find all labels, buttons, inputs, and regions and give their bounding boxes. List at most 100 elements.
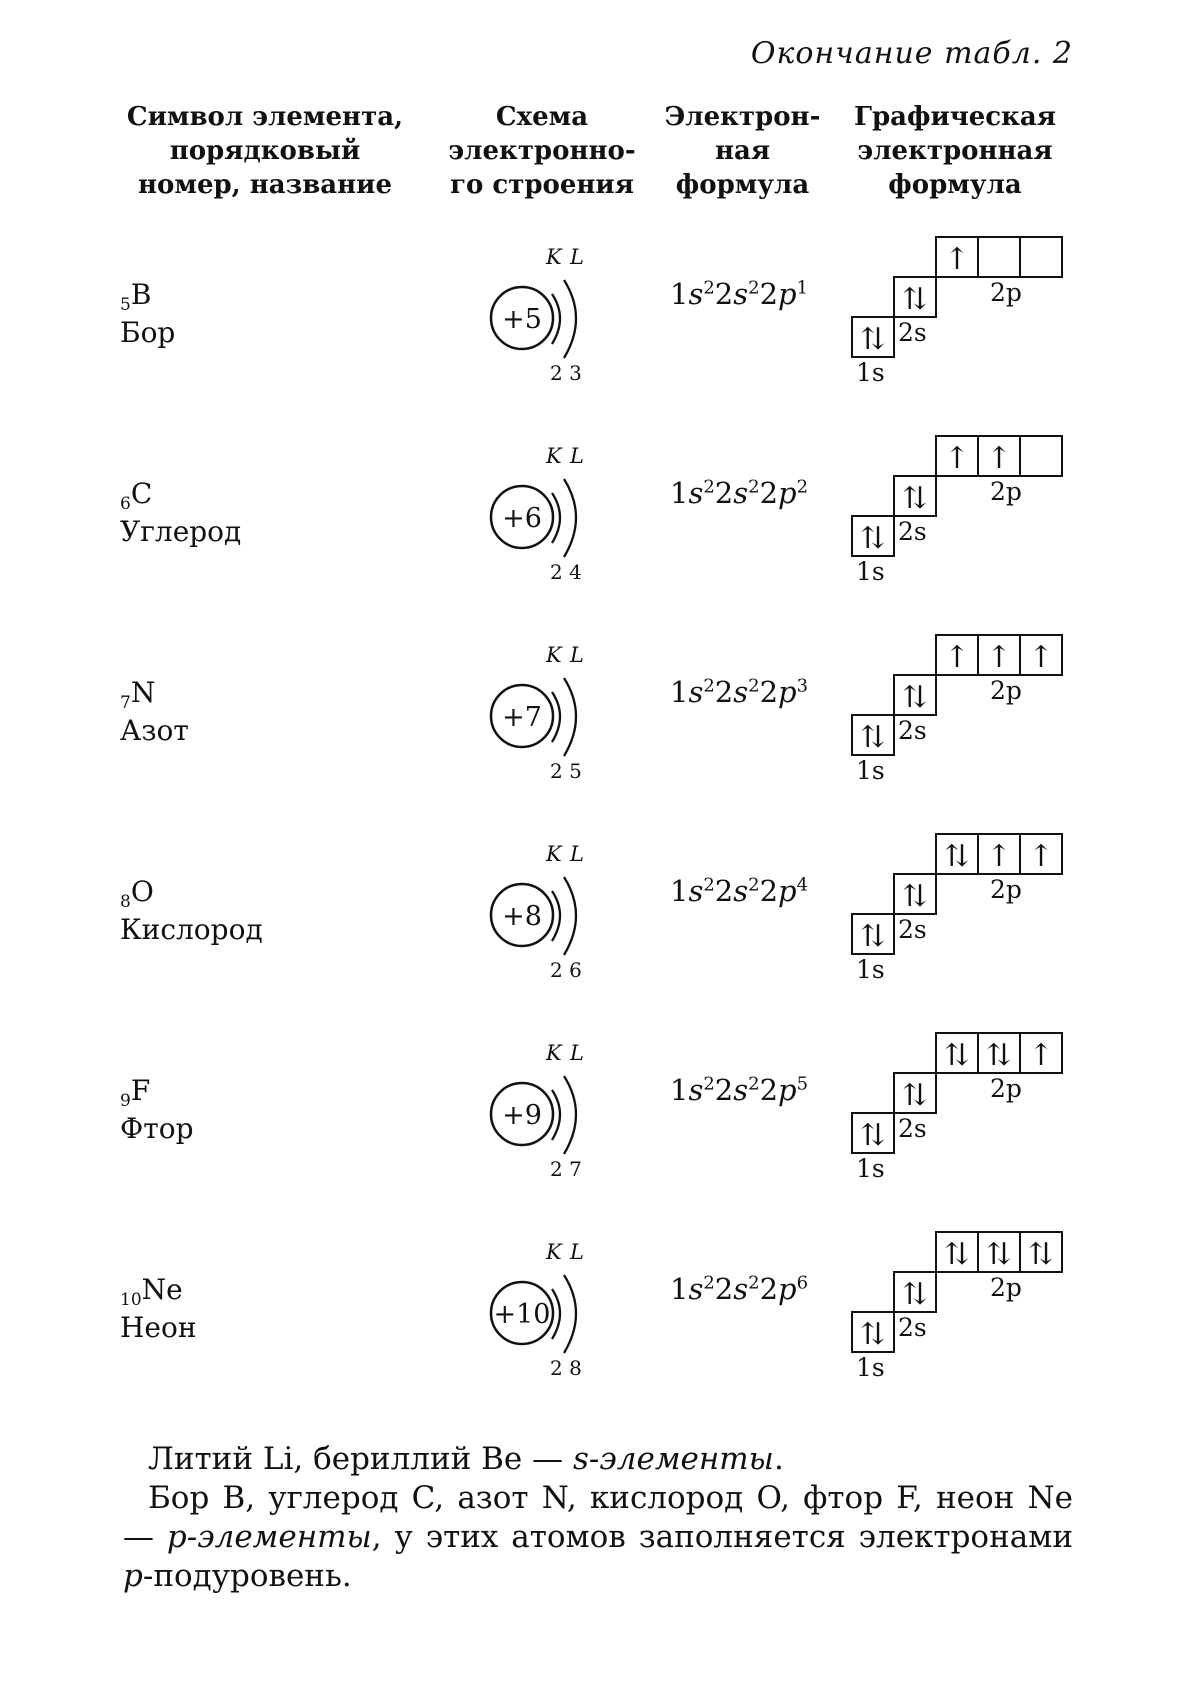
formula-part: 2	[714, 675, 734, 709]
electron-pair-arrows: ⇅	[860, 1317, 885, 1352]
formula-part: 2	[714, 476, 734, 510]
symbol-letter: F	[130, 1074, 151, 1107]
shell-electrons: 2 3	[550, 361, 582, 385]
atomic-number: 5	[120, 295, 131, 315]
shell-electrons: 2 6	[550, 958, 582, 982]
orbital-1s-cell	[851, 714, 895, 756]
label-2s: 2s	[898, 1313, 927, 1342]
orbital-1s-cell	[851, 316, 895, 358]
formula-part: s	[688, 874, 704, 908]
formula-part: s	[733, 675, 749, 709]
electron-up-arrow: ↑	[986, 640, 1011, 675]
header-formula: Электрон- ная формула	[664, 102, 821, 200]
formula-part: 1	[670, 476, 689, 510]
orbital-2s-cell	[893, 475, 937, 517]
label-2p: 2p	[990, 278, 1022, 307]
electron-formula: 1s22s22p1	[670, 277, 808, 311]
orbital-2p-cell	[1019, 236, 1063, 278]
formula-part: 2	[703, 1073, 715, 1095]
label-2s: 2s	[898, 915, 927, 944]
element-name: Бор	[120, 316, 176, 349]
element-symbol: 5B	[120, 277, 151, 323]
shell-l-label: L	[569, 1240, 584, 1264]
formula-part: s	[688, 476, 704, 510]
nucleus-charge: +9	[502, 1100, 542, 1131]
electron-up-arrow: ↑	[986, 839, 1011, 874]
atomic-number: 10	[120, 1290, 142, 1310]
shell-k-label: K	[545, 842, 563, 866]
electron-up-arrow: ↑	[1028, 839, 1053, 874]
header-symbol: Символ элемента, порядковый номер, назва…	[126, 102, 404, 200]
formula-part: 2	[748, 874, 760, 896]
orbital-2s-cell	[893, 276, 937, 318]
nucleus-circle	[489, 683, 555, 749]
electron-pair-arrows: ⇅	[860, 322, 885, 357]
element-name: Фтор	[120, 1112, 194, 1145]
formula-part: 2	[714, 277, 734, 311]
atomic-number: 9	[120, 1091, 131, 1111]
shell-k-label: K	[545, 1041, 563, 1065]
formula-part: 2	[714, 1272, 734, 1306]
shell-k-arc	[551, 890, 562, 942]
electron-pair-arrows: ⇅	[944, 1237, 969, 1272]
atomic-number: 8	[120, 892, 131, 912]
element-symbol: 6C	[120, 476, 152, 522]
formula-part: p	[778, 1073, 797, 1107]
shell-k-arc	[551, 492, 562, 544]
orbital-2p-cell	[1019, 1231, 1063, 1273]
shell-k-arc	[551, 1288, 562, 1340]
formula-part: 2	[759, 277, 779, 311]
nucleus-charge: +10	[494, 1299, 551, 1330]
electron-pair-arrows: ⇅	[986, 1038, 1011, 1073]
element-symbol: 8O	[120, 874, 154, 920]
electron-up-arrow: ↑	[1028, 640, 1053, 675]
formula-part: p	[778, 675, 797, 709]
label-2p: 2p	[990, 875, 1022, 904]
nucleus-circle	[489, 285, 555, 351]
label-2s: 2s	[898, 318, 927, 347]
formula-part: 2	[714, 874, 734, 908]
electron-pair-arrows: ⇅	[860, 720, 885, 755]
shell-l-label: L	[569, 1041, 584, 1065]
nucleus-circle	[489, 882, 555, 948]
element-symbol: 7N	[120, 675, 155, 721]
electron-pair-arrows: ⇅	[944, 839, 969, 874]
label-2s: 2s	[898, 517, 927, 546]
header-graphic-formula: Графическая электронная формула	[854, 102, 1056, 200]
orbital-2p-cell	[1019, 435, 1063, 477]
atomic-number: 7	[120, 693, 131, 713]
orbital-1s-cell	[851, 515, 895, 557]
electron-formula: 1s22s22p2	[670, 476, 808, 510]
electron-formula: 1s22s22p4	[670, 874, 808, 908]
shell-k-arc	[551, 691, 562, 743]
formula-part: p	[778, 874, 797, 908]
formula-part: 2	[759, 1272, 779, 1306]
electron-pair-arrows: ⇅	[860, 521, 885, 556]
electron-pair-arrows: ⇅	[860, 919, 885, 954]
orbital-2p-cell	[1019, 1032, 1063, 1074]
electron-up-arrow: ↑	[1028, 1038, 1053, 1073]
element-name: Неон	[120, 1311, 197, 1344]
shell-electrons: 2 7	[550, 1157, 582, 1181]
electron-pair-arrows: ⇅	[902, 1277, 927, 1312]
formula-part: 2	[703, 1272, 715, 1294]
formula-part: 1	[670, 1272, 689, 1306]
formula-part: 2	[703, 675, 715, 697]
formula-part: 2	[759, 675, 779, 709]
formula-part: s	[733, 476, 749, 510]
shell-l-label: L	[569, 245, 584, 269]
table-caption: Окончание табл. 2	[750, 36, 1073, 71]
label-2p: 2p	[990, 676, 1022, 705]
electron-pair-arrows: ⇅	[902, 282, 927, 317]
formula-part: 2	[759, 874, 779, 908]
nucleus-circle	[489, 484, 555, 550]
electron-pair-arrows: ⇅	[902, 680, 927, 715]
